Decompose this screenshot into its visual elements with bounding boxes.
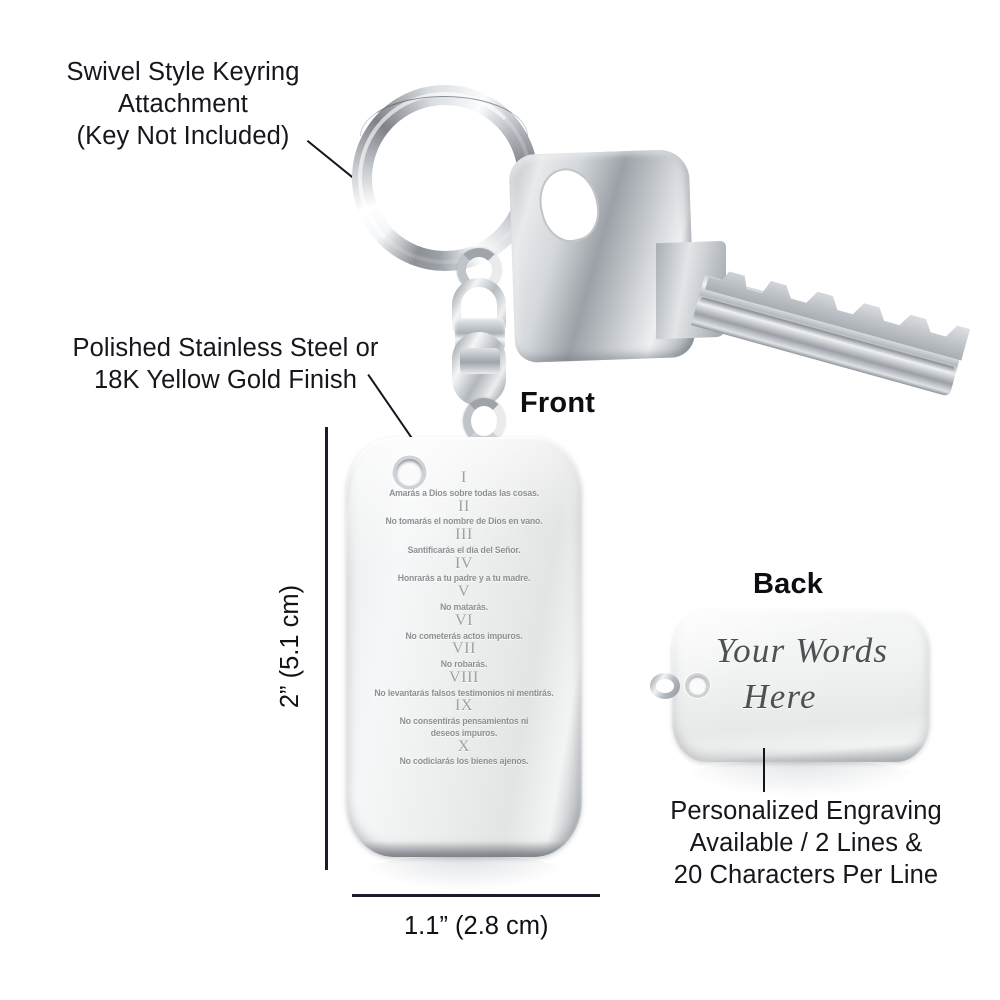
commandment-numeral: IV <box>454 554 474 572</box>
front-side-label: Front <box>520 387 596 419</box>
commandment-numeral: IX <box>454 697 474 715</box>
commandment-text: Amarás a Dios sobre todas las cosas. <box>389 486 539 498</box>
back-engraving-line-1: Your Words <box>715 631 889 670</box>
back-tag-engraving-preview: Your Words Here <box>690 628 914 720</box>
height-dimension-label: 2” (5.1 cm) <box>276 584 305 709</box>
width-dimension-label: 1.1” (2.8 cm) <box>404 912 549 940</box>
back-engraving-line-2: Here <box>743 677 817 717</box>
annotation-personalized-engraving: Personalized Engraving Available / 2 Lin… <box>670 797 942 890</box>
height-dimension-line <box>325 427 328 870</box>
commandment-text: No matarás. <box>440 600 488 612</box>
annotation-material-finish: Polished Stainless Steel or 18K Yellow G… <box>72 334 379 395</box>
back-tag-jump-ring <box>650 673 680 699</box>
commandment-numeral: V <box>457 583 471 601</box>
commandment-text: No levantarás falsos testimonios ni ment… <box>374 686 554 698</box>
front-tag-reflection <box>360 856 570 890</box>
key-illustration <box>498 146 968 486</box>
commandment-text: No codiciarás los bienes ajenos. <box>399 755 529 767</box>
front-tag-hole <box>396 459 423 486</box>
commandment-text: No tomarás el nombre de Dios en vano. <box>385 515 543 527</box>
commandment-numeral: III <box>455 526 473 544</box>
back-tag-sheen <box>672 610 930 762</box>
width-dimension-line <box>352 894 600 897</box>
key-blade <box>686 256 973 417</box>
back-side-label: Back <box>753 568 824 600</box>
back-dog-tag <box>672 610 930 762</box>
commandment-text: No robarás. <box>440 658 488 670</box>
commandment-text: No cometerás actos impuros. <box>405 629 523 641</box>
commandment-text: No consentirás pensamientos ni deseos im… <box>399 715 529 738</box>
swivel-barrel-nut <box>460 348 500 374</box>
commandment-numeral: VIII <box>449 668 479 686</box>
back-tag-hole <box>688 676 707 695</box>
back-tag-reflection <box>682 760 920 796</box>
front-tag-bottom-edge <box>355 841 573 857</box>
commandment-numeral: I <box>461 469 467 486</box>
commandment-numeral: VI <box>454 611 474 629</box>
commandment-text: Honrarás a tu padre y a tu madre. <box>397 572 531 584</box>
commandment-numeral: II <box>458 497 470 515</box>
commandment-numeral: VII <box>451 640 476 658</box>
commandment-numeral: X <box>457 737 471 755</box>
commandment-text: Santificarás el día del Señor. <box>407 543 521 555</box>
keyring-seam <box>360 96 528 136</box>
leader-line-back-engraving <box>763 748 765 792</box>
annotation-keyring-attachment: Swivel Style Keyring Attachment (Key Not… <box>66 58 300 151</box>
